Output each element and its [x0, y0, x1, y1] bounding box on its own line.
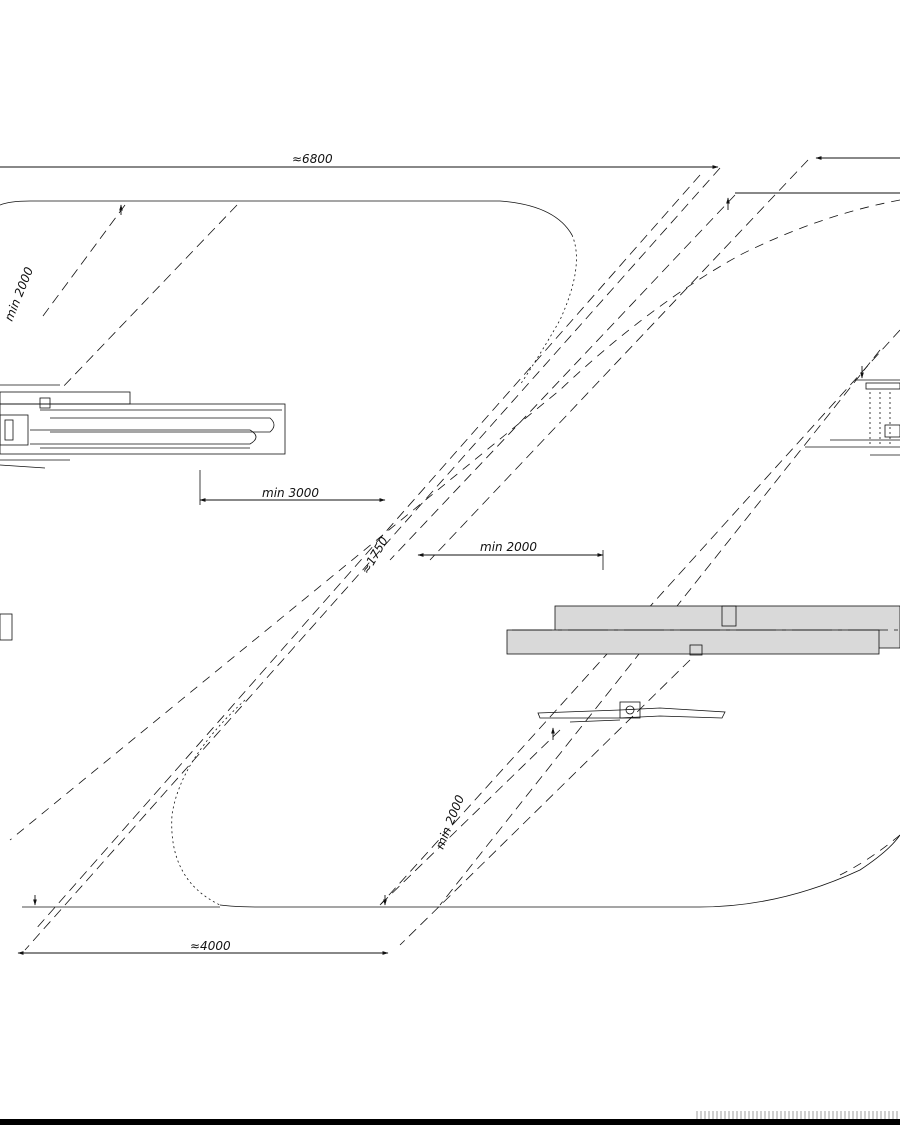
vehicle-lower-right	[537, 701, 726, 740]
left-edge-mark	[0, 613, 13, 641]
dim-diagonal-label: ≈1750	[358, 534, 391, 576]
dim-bottom-length-label: ≈4000	[190, 939, 231, 953]
vehicle-right-top	[805, 366, 900, 456]
dim-overall-length-label: ≈6800	[292, 152, 333, 166]
dim-radius-top-left-label: min 2000	[2, 265, 36, 323]
lower-track-outline	[171, 699, 900, 908]
dim-bottom-length: ≈4000	[17, 895, 389, 955]
dim-top-right	[119, 156, 900, 215]
dim-diagonal: ≈1750	[358, 534, 391, 576]
dim-gap-left: min 3000	[199, 470, 386, 505]
footer-strip-dark	[0, 1119, 900, 1125]
dim-radius-bottom: min 2000	[433, 793, 467, 851]
dim-gap-right-label: min 2000	[480, 540, 537, 554]
dim-radius-bottom-label: min 2000	[433, 793, 467, 851]
dim-radius-top-left: min 2000	[2, 265, 36, 323]
shaded-platform	[506, 605, 900, 656]
upper-track-outline	[0, 200, 577, 386]
dim-gap-right: min 2000	[417, 540, 604, 570]
diagonal-dashed-outline	[9, 199, 900, 841]
dim-overall-length: ≈6800	[0, 152, 719, 169]
vehicle-upper-left	[0, 384, 286, 469]
dim-gap-left-label: min 3000	[262, 486, 319, 500]
footer-strip-light	[696, 1111, 900, 1119]
